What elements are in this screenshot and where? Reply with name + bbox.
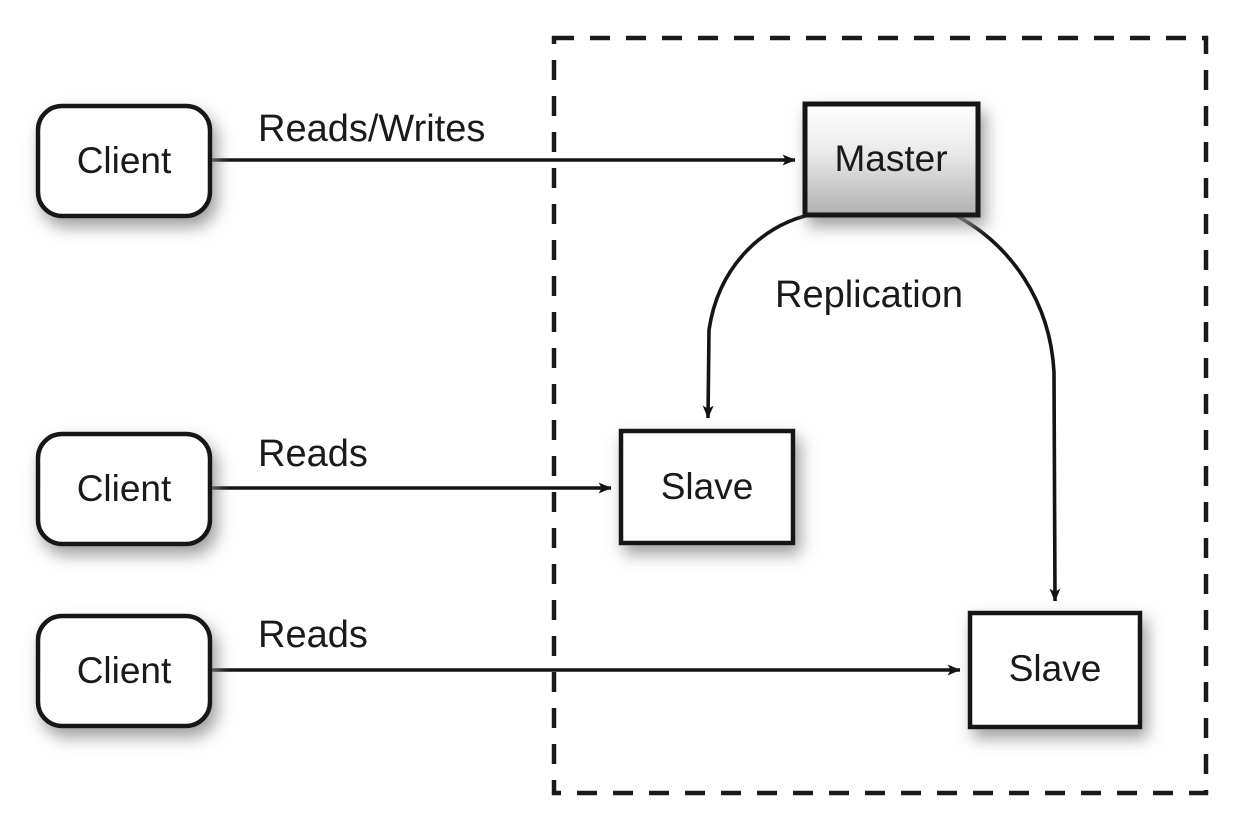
- master-label: Master: [834, 138, 947, 179]
- client-bottom-label: Client: [77, 650, 172, 691]
- edge-label-reads-bottom: Reads: [258, 614, 368, 656]
- edge-master-to-slave-bottom: [956, 214, 1061, 602]
- node-client-bottom[interactable]: Client: [35, 613, 213, 729]
- node-client-middle[interactable]: Client: [35, 431, 213, 547]
- edge-master-to-slave-middle: [702, 214, 806, 419]
- client-middle-box[interactable]: [35, 431, 213, 547]
- database-cluster-boundary: [551, 35, 1209, 796]
- client-bottom-box[interactable]: [35, 613, 213, 729]
- edge-label-reads-writes: Reads/Writes: [258, 108, 485, 150]
- node-slave-bottom[interactable]: Slave: [967, 610, 1143, 730]
- slave-bottom-box[interactable]: [967, 610, 1143, 730]
- client-top-box[interactable]: [35, 103, 213, 219]
- node-client-top[interactable]: Client: [35, 103, 213, 219]
- client-top-label: Client: [77, 140, 172, 181]
- slave-middle-box[interactable]: [618, 428, 796, 546]
- edge-label-reads-middle: Reads: [258, 433, 368, 475]
- edge-label-replication: Replication: [775, 274, 963, 316]
- slave-bottom-label: Slave: [1009, 648, 1102, 689]
- node-master[interactable]: Master: [802, 101, 981, 218]
- master-box[interactable]: [802, 101, 981, 218]
- client-middle-label: Client: [77, 468, 172, 509]
- slave-middle-label: Slave: [661, 466, 754, 507]
- node-slave-middle[interactable]: Slave: [618, 428, 796, 546]
